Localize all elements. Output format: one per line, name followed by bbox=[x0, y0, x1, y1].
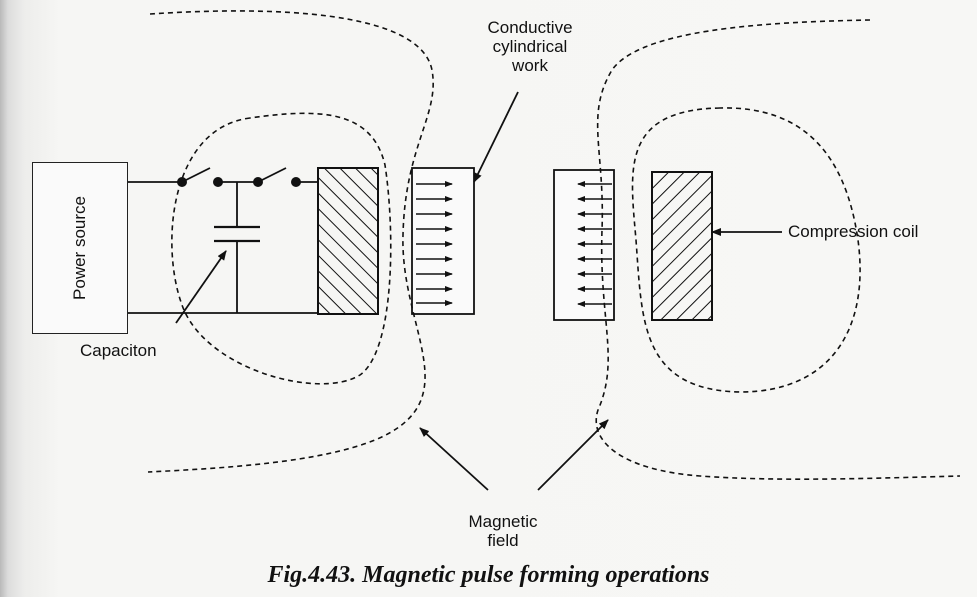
power-source-label: Power source bbox=[70, 196, 89, 300]
coil-left bbox=[317, 167, 379, 315]
compression-coil bbox=[651, 171, 713, 321]
magnetic-field-lines bbox=[147, 10, 961, 480]
compression-coil-label: Compression coil bbox=[788, 222, 919, 241]
work-label-line-2: cylindrical bbox=[492, 37, 568, 56]
switch-2 bbox=[253, 167, 301, 187]
figure-caption: Fig.4.43. Magnetic pulse forming operati… bbox=[267, 562, 710, 588]
work-label-line-1: Conductive bbox=[487, 18, 573, 37]
circuit-wires bbox=[126, 181, 318, 314]
magnetic-field-line-1: Magnetic bbox=[468, 512, 538, 531]
magnetic-field-label: Magnetic field bbox=[448, 512, 558, 550]
capacitor-symbol bbox=[214, 225, 260, 243]
work-label-line-3: work bbox=[512, 56, 548, 75]
leader-arrows bbox=[175, 91, 782, 491]
work-piece-right bbox=[553, 169, 615, 321]
switch-1 bbox=[177, 167, 223, 187]
magnetic-field-line-2: field bbox=[487, 531, 519, 550]
power-source-box: Power source bbox=[32, 162, 128, 334]
work-label: Conductive cylindrical work bbox=[465, 18, 595, 75]
work-piece-left bbox=[411, 167, 475, 315]
capacitor-label: Capaciton bbox=[80, 341, 157, 360]
